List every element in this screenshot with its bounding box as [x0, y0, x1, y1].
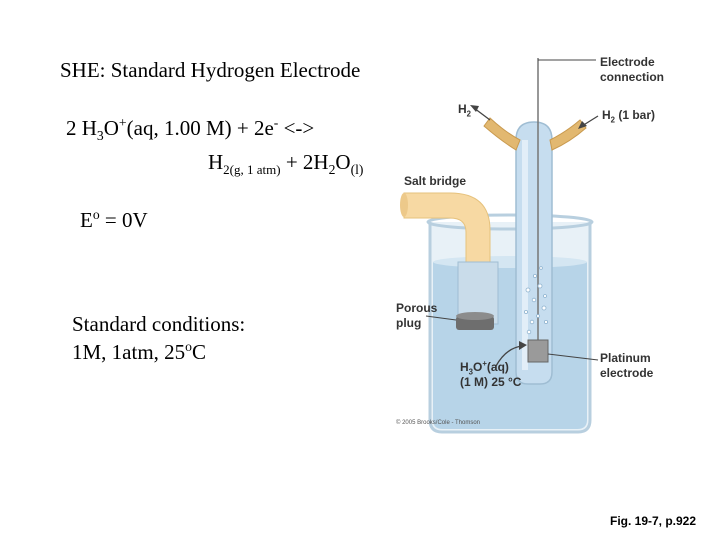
- salt-bridge-label: Salt bridge: [404, 174, 467, 188]
- electrode-connection-line-2: connection: [600, 70, 665, 84]
- h2-symbol: H: [208, 150, 224, 174]
- porous-plug-label: Porous plug: [396, 301, 437, 331]
- liquid-surface: [433, 256, 587, 268]
- h2-state: 2(g, 1 atm): [223, 162, 281, 178]
- porous-plug-line-2: plug: [396, 316, 422, 330]
- platinum-electrode-label: Platinum electrode: [600, 351, 653, 381]
- solution-label: H3O+(aq) (1 M) 25 °C: [460, 360, 521, 390]
- conditions-values: 1M, 1atm, 25: [72, 340, 186, 364]
- water-state: (l): [350, 162, 364, 178]
- beaker-rim: [426, 213, 594, 231]
- equilibrium-arrow: <->: [278, 116, 315, 140]
- potential-value: = 0V: [99, 208, 148, 232]
- h2-inlet-tube: [549, 119, 587, 151]
- reaction-sub: 3: [96, 128, 104, 144]
- reaction-o: O: [103, 116, 119, 140]
- solution-line-2: (1 M) 25 °C: [460, 375, 522, 389]
- salt-bridge-end: [400, 193, 408, 217]
- water-coef: + 2H: [280, 150, 329, 174]
- water-o: O: [335, 150, 351, 174]
- copyright-notice: © 2005 Brooks/Cole - Thomson: [396, 420, 481, 426]
- electrode-connection-line-1: Electrode: [600, 55, 655, 69]
- platinum-line-2: electrode: [600, 366, 654, 380]
- conditions-line-1: Standard conditions:: [72, 312, 246, 336]
- hydrogen-tube-highlight: [522, 140, 528, 370]
- reaction-charge: +: [118, 115, 127, 130]
- conditions-line-2: 1M, 1atm, 25oC: [72, 340, 206, 365]
- platinum-plate: [527, 339, 549, 363]
- electron-charge: -: [273, 115, 279, 130]
- potential-e: E: [80, 208, 93, 232]
- potential-degree: o: [92, 207, 100, 222]
- h2-inlet-sub: 2: [610, 115, 616, 125]
- porous-plug-pointer: [425, 315, 457, 321]
- solution-o: O: [473, 360, 483, 374]
- reaction-rest: (aq, 1.00 M) + 2e: [126, 116, 274, 140]
- solution-liquid: [433, 262, 587, 429]
- electrode-connection-label: Electrode connection: [600, 55, 664, 85]
- half-reaction-line-1: 2 H3O+(aq, 1.00 M) + 2e- <->: [66, 115, 315, 144]
- solution-pointer-arrowhead: [519, 341, 527, 350]
- h2-outlet-h: H: [458, 102, 467, 116]
- standard-potential: Eo = 0V: [80, 208, 148, 233]
- platinum-pointer: [547, 353, 599, 361]
- solution-state: (aq): [486, 360, 509, 374]
- solution-charge: +: [482, 359, 487, 368]
- half-reaction-line-2: H2(g, 1 atm) + 2H2O(l): [208, 150, 364, 178]
- figure-reference: Fig. 19-7, p.922: [610, 514, 697, 528]
- h2-inlet-label: H2 (1 bar): [602, 108, 656, 125]
- h2-outlet-label: H2: [458, 102, 472, 119]
- hydrogen-bubbles: [524, 266, 549, 335]
- platinum-line-1: Platinum: [600, 351, 651, 365]
- porous-plug-line-1: Porous: [396, 301, 438, 315]
- solution-sub: 3: [468, 367, 474, 377]
- h2-out-arrowhead: [470, 105, 479, 112]
- solution-h: H: [460, 360, 469, 374]
- h2-outlet-tube: [483, 117, 521, 151]
- porous-plug-top: [456, 312, 494, 320]
- celsius-unit: C: [192, 340, 207, 364]
- h2-outlet-sub: 2: [466, 109, 472, 119]
- solution-line-1: H3O+(aq): [460, 359, 521, 377]
- h2-inlet-pressure: (1 bar): [615, 108, 656, 122]
- water-sub: 2: [328, 162, 336, 178]
- porous-plug: [456, 316, 494, 330]
- slide-title: SHE: Standard Hydrogen Electrode: [60, 58, 361, 82]
- h2-inlet-h: H: [602, 108, 611, 122]
- h2-in-arrowhead: [578, 121, 587, 129]
- reaction-coef: 2 H: [66, 116, 97, 140]
- degree-symbol: o: [185, 339, 192, 354]
